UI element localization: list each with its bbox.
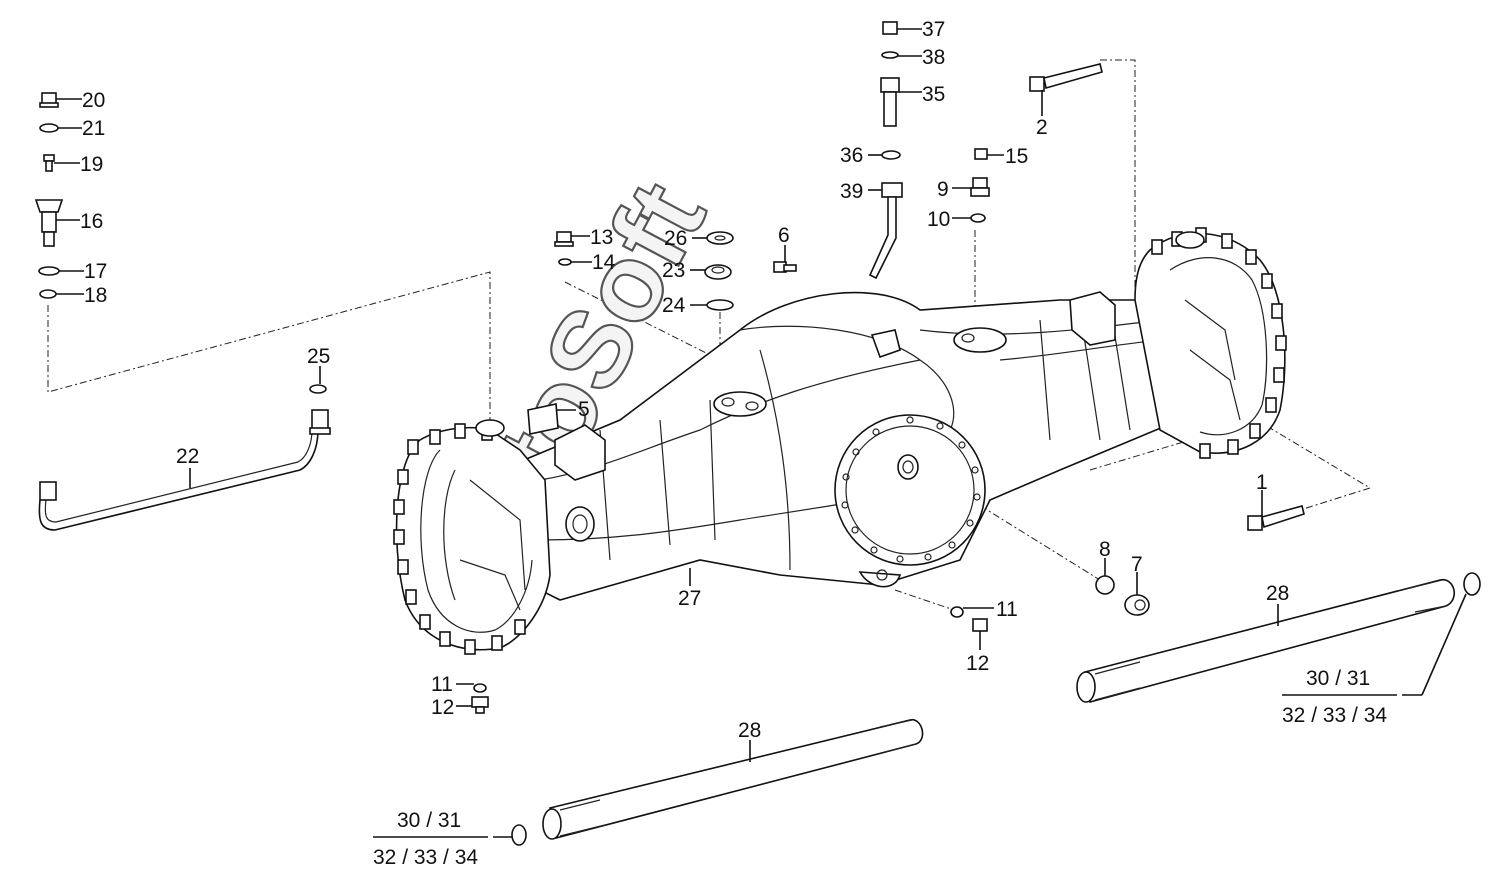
washer-icon-36 [881, 150, 901, 160]
callout-27: 27 [678, 587, 701, 610]
washer-icon-11-right [950, 606, 964, 618]
flange-bolts [841, 416, 981, 563]
breather-icon-16 [34, 199, 64, 247]
callout-13: 13 [590, 226, 613, 249]
callout-8: 8 [1099, 538, 1111, 561]
plug-icon-9 [970, 177, 990, 197]
callout-28-left: 28 [738, 719, 761, 742]
washer-icon-14 [558, 258, 572, 266]
seal-ring-icon-left [511, 824, 527, 846]
fraction-left-bottom: 32 / 33 / 34 [373, 846, 478, 869]
callout-5: 5 [578, 398, 590, 421]
washer-icon-38 [881, 51, 899, 59]
washer-icon-17 [38, 266, 60, 276]
callout-1: 1 [1256, 471, 1268, 494]
callout-12-left: 12 [431, 696, 454, 719]
callout-6: 6 [778, 224, 790, 247]
callout-14: 14 [592, 251, 616, 274]
axle-housing-icon [499, 291, 1183, 601]
left-flange-teeth [393, 423, 526, 655]
callout-11-right: 11 [996, 598, 1018, 621]
seal-ring-icon-right [1463, 572, 1481, 596]
callout-21: 21 [82, 117, 105, 140]
fraction-right-bottom: 32 / 33 / 34 [1282, 704, 1387, 727]
callout-16: 16 [80, 210, 103, 233]
leader-lines [54, 28, 1467, 838]
washer-icon-21 [39, 123, 59, 133]
bolt-icon-19 [43, 154, 55, 172]
callout-12-right: 12 [966, 652, 989, 675]
washer-icon-11-left [473, 683, 487, 693]
callout-22: 22 [176, 445, 199, 468]
nut-icon-26 [706, 231, 734, 245]
callout-23: 23 [662, 259, 685, 282]
plate-icon-5 [527, 403, 559, 435]
callout-36: 36 [840, 144, 863, 167]
callout-19: 19 [80, 153, 103, 176]
axle-shaft-lower-icon [542, 719, 924, 840]
callout-38: 38 [922, 46, 945, 69]
callout-15: 15 [1005, 145, 1028, 168]
bolt-icon-2 [1029, 63, 1103, 92]
plug-icon-15 [974, 148, 988, 160]
breather-icon-35 [880, 77, 900, 127]
fraction-left-top: 30 / 31 [397, 809, 461, 832]
callout-labels: 20 21 19 16 17 18 22 25 5 13 14 26 23 24… [80, 18, 1387, 869]
callout-24: 24 [662, 294, 686, 317]
plug-icon-13 [554, 231, 574, 247]
callout-10: 10 [927, 208, 950, 231]
axle-shaft-upper-icon [1076, 579, 1456, 704]
plug-icon-20 [39, 92, 59, 108]
left-hub-flange-icon [393, 419, 551, 655]
washer-icon-18 [39, 289, 57, 299]
pipe-icon-39 [868, 182, 903, 280]
callout-17: 17 [84, 260, 107, 283]
bolt-icon-12-left [471, 696, 489, 714]
nut-icon-7 [1124, 594, 1150, 616]
bolt-icon-1 [1247, 505, 1305, 531]
plug-icon-23 [704, 264, 732, 280]
callout-37: 37 [922, 18, 945, 41]
washer-icon-10 [970, 213, 986, 223]
callout-20: 20 [82, 89, 105, 112]
callout-2: 2 [1036, 116, 1048, 139]
bolt-icon-12-right [972, 618, 988, 632]
callout-25: 25 [307, 345, 330, 368]
cap-icon-37 [882, 21, 898, 35]
callout-39: 39 [840, 180, 863, 203]
washer-icon-24 [706, 299, 734, 311]
callout-7: 7 [1131, 553, 1143, 576]
callout-11-left: 11 [431, 673, 453, 696]
callout-26: 26 [664, 227, 687, 250]
right-hub-flange-icon [1134, 227, 1287, 459]
bolt-icon-6 [773, 261, 797, 273]
pipe-icon-22 [38, 409, 331, 531]
callout-28-right: 28 [1266, 582, 1289, 605]
callout-18: 18 [84, 284, 107, 307]
washer-icon-25 [309, 384, 327, 394]
callout-9: 9 [937, 178, 949, 201]
plug-icon-8 [1095, 575, 1115, 595]
fraction-right-top: 30 / 31 [1306, 667, 1370, 690]
callout-35: 35 [922, 83, 945, 106]
